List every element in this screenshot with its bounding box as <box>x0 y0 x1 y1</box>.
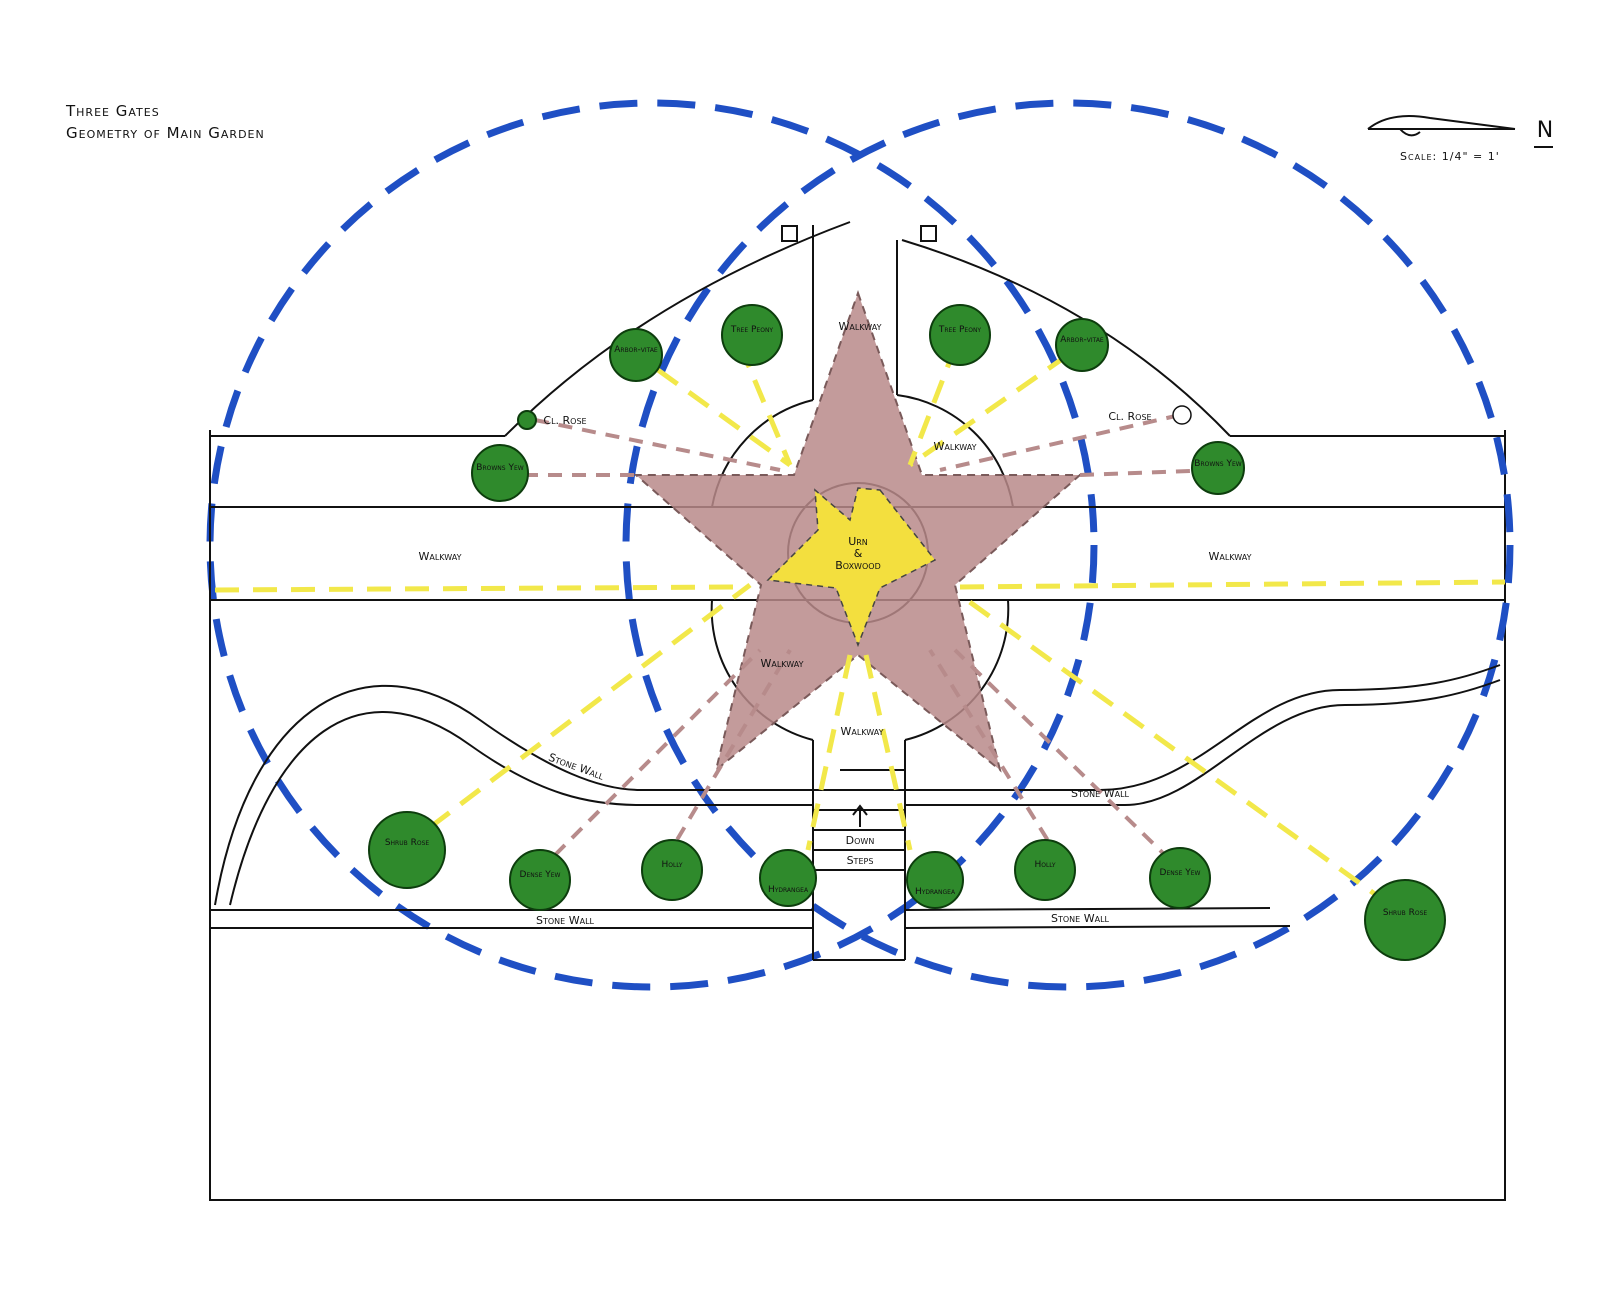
geometry-circles <box>206 99 1514 991</box>
label-stone-wall-lower-left: Stone Wall <box>536 914 595 927</box>
pink-sightlines <box>500 413 1219 862</box>
label-center-1: Urn <box>848 535 868 548</box>
label-arborvitae-right: Arbor-vitae <box>1060 335 1104 345</box>
label-down: Down <box>846 834 875 847</box>
label-steps: Steps <box>847 854 874 867</box>
label-hydrangea-right: Hydrangea <box>915 887 956 897</box>
label-cl-rose-left: Cl. Rose <box>543 414 586 427</box>
label-browns-yew-left: Browns Yew <box>476 463 523 473</box>
label-tree-peony-right: Tree Peony <box>938 325 982 335</box>
label-browns-yew-right: Browns Yew <box>1194 459 1241 469</box>
diagram-title: Three Gates Geometry of Main Garden <box>66 100 265 144</box>
plant-cl-rose-left <box>517 410 537 430</box>
right-circle <box>622 99 1514 991</box>
plant-shrub-rose-left <box>368 811 446 889</box>
label-holly-right: Holly <box>1034 860 1055 870</box>
label-arborvitae-left: Arbor-vitae <box>614 345 658 355</box>
left-circle <box>206 99 1098 991</box>
plant-tree-peony-right <box>929 304 991 366</box>
yellow-sightlines <box>214 344 1506 908</box>
pentagram <box>633 289 1083 773</box>
plant-holly-left <box>641 839 703 901</box>
north-arrow-icon <box>1367 115 1516 137</box>
north-label: N <box>1537 118 1553 143</box>
label-center-3: Boxwood <box>835 559 880 572</box>
label-center-2: & <box>854 547 863 560</box>
plant-shrub-rose-right <box>1364 879 1446 961</box>
label-walkway-right-center: Walkway <box>934 440 977 453</box>
plant-labels: Tree Peony Tree Peony Arbor-vitae Arbor-… <box>385 325 1428 918</box>
up-arrow-icon <box>852 804 868 827</box>
label-stone-wall-upper-right: Stone Wall <box>1071 787 1130 800</box>
stone-walls <box>210 664 1501 929</box>
label-dense-yew-right: Dense Yew <box>1160 868 1201 878</box>
label-walkway-lower: Walkway <box>761 657 804 670</box>
label-stone-wall-lower-right: Stone Wall <box>1051 912 1110 925</box>
label-shrub-rose-right: Shrub Rose <box>1383 908 1428 918</box>
plant-holly-right <box>1014 839 1076 901</box>
label-dense-yew-left: Dense Yew <box>520 870 561 880</box>
label-walkway-right: Walkway <box>1209 550 1252 563</box>
plant-dense-yew-right <box>1149 847 1211 909</box>
site-boundary <box>209 430 1506 1201</box>
label-walkway-bottom: Walkway <box>841 725 884 738</box>
plant-browns-yew-left <box>471 444 529 502</box>
label-walkway-top: Walkway <box>839 320 882 333</box>
scale-label: Scale: 1/4" = 1' <box>1400 150 1500 163</box>
inner-star <box>766 487 937 648</box>
plants <box>368 304 1446 961</box>
label-cl-rose-right: Cl. Rose <box>1108 410 1151 423</box>
plant-tree-peony-left <box>721 304 783 366</box>
title-line-1: Three Gates <box>66 102 160 120</box>
plant-arborvitae-right <box>1055 318 1109 372</box>
plant-dense-yew-left <box>509 849 571 911</box>
plant-browns-yew-right <box>1191 441 1245 495</box>
label-shrub-rose-left: Shrub Rose <box>385 838 430 848</box>
title-line-2: Geometry of Main Garden <box>66 124 265 142</box>
plant-arborvitae-left <box>609 328 663 382</box>
label-hydrangea-left: Hydrangea <box>768 885 809 895</box>
label-holly-left: Holly <box>661 860 682 870</box>
plant-hydrangea-left <box>759 849 817 907</box>
plant-hydrangea-right <box>906 851 964 909</box>
label-tree-peony-left: Tree Peony <box>730 325 774 335</box>
label-walkway-left: Walkway <box>419 550 462 563</box>
area-labels: Walkway Walkway Walkway Walkway Walkway … <box>419 320 1252 927</box>
cl-rose-right-icon <box>1172 405 1192 425</box>
